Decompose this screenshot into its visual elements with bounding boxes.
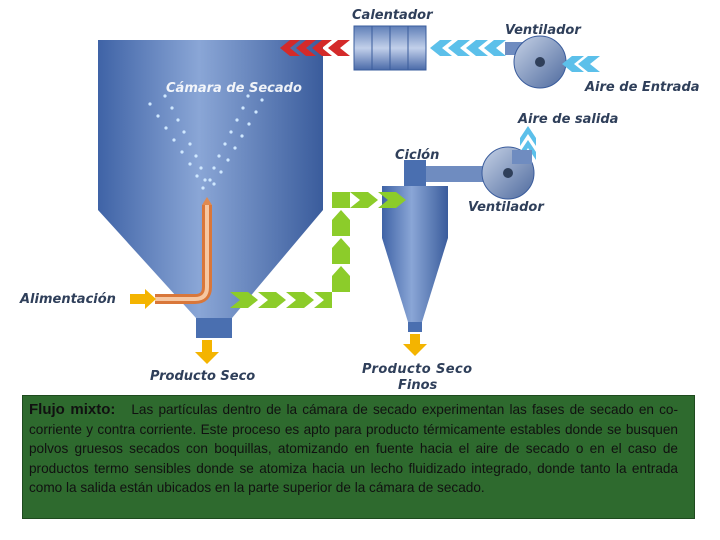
dry-product-label: Producto Seco bbox=[150, 369, 255, 384]
fines-arrow-icon bbox=[403, 334, 427, 356]
feed-label: Alimentación bbox=[19, 292, 116, 307]
chamber-label: Cámara de Secado bbox=[166, 81, 302, 96]
product-flow bbox=[230, 192, 406, 308]
caption-title: Flujo mixto: bbox=[29, 401, 116, 418]
caption-box: Flujo mixto:Las partículas dentro de la … bbox=[22, 395, 695, 519]
dry-product-arrow-icon bbox=[195, 340, 219, 364]
caption-text: Las partículas dentro de la cámara de se… bbox=[29, 402, 679, 496]
feed-line bbox=[155, 197, 212, 304]
fines-label-line1: Producto Seco bbox=[362, 362, 472, 377]
feed-arrow-icon bbox=[130, 289, 156, 309]
heater bbox=[353, 25, 427, 71]
hot-air-flow bbox=[280, 40, 350, 56]
air-in-label: Aire de Entrada bbox=[584, 80, 700, 95]
heater-label: Calentador bbox=[352, 8, 434, 23]
air-out-label: Aire de salida bbox=[517, 112, 618, 127]
top-fan-label: Ventilador bbox=[505, 23, 582, 38]
air-in-flow bbox=[562, 56, 600, 72]
cyclone bbox=[382, 160, 448, 332]
cyclone-label: Ciclón bbox=[395, 148, 439, 163]
spray-pattern bbox=[148, 94, 264, 190]
spray-dryer-diagram: Cámara de Secado Alimentación Producto S… bbox=[19, 8, 700, 393]
bottom-fan bbox=[481, 146, 535, 200]
top-fan bbox=[505, 35, 567, 89]
cool-air-flow-top bbox=[430, 40, 506, 56]
fines-label-line2: Finos bbox=[398, 378, 438, 393]
bottom-fan-label: Ventilador bbox=[468, 200, 545, 215]
cyclone-outlet-pipe bbox=[426, 166, 486, 182]
